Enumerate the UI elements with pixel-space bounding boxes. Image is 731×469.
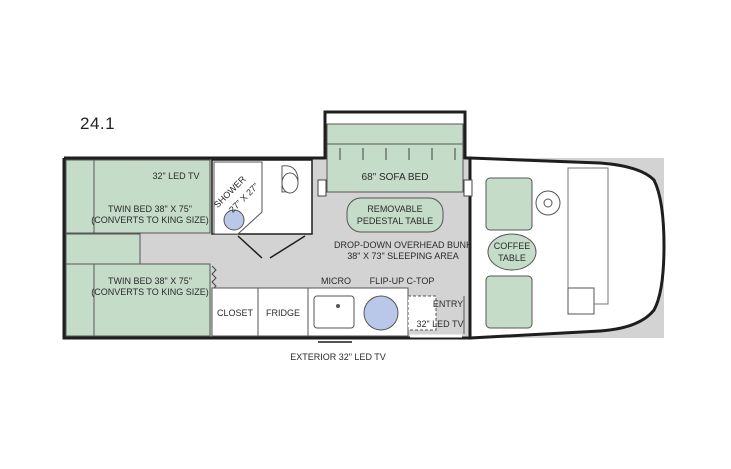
- bathroom: SHOWER 27" X 27": [211, 159, 313, 259]
- micro-label: MICRO: [321, 276, 351, 286]
- bunk-label-1: DROP-DOWN OVERHEAD BUNK: [334, 240, 472, 250]
- bed-connector: [65, 233, 141, 265]
- pedestal-label-2: PEDESTAL TABLE: [357, 216, 433, 226]
- kitchen-row: CLOSET FRIDGE MICRO FLIP-UP C-TOP ENTRY …: [211, 276, 465, 338]
- pedestal-label-1: REMOVABLE: [367, 204, 422, 214]
- twin-bed-top-label: TWIN BED 38" X 75": [108, 204, 192, 214]
- dashboard: [567, 167, 609, 305]
- outer-walls: [62, 110, 470, 340]
- sofa-bed-label: 68" SOFA BED: [362, 172, 429, 183]
- bunk-label-2: 38" X 73" SLEEPING AREA: [347, 251, 458, 261]
- twin-bed-top-sub: (CONVERTS TO KING SIZE): [91, 215, 209, 225]
- twin-bed-bottom: TWIN BED 38" X 75" (CONVERTS TO KING SIZ…: [65, 263, 217, 337]
- pedestal-table: REMOVABLE PEDESTAL TABLE: [346, 197, 444, 233]
- twin-bed-bottom-sub: (CONVERTS TO KING SIZE): [91, 287, 209, 297]
- coffee-label-2: TABLE: [498, 253, 526, 263]
- closet-label: CLOSET: [217, 308, 254, 318]
- bed-tv-label: 32" LED TV: [152, 171, 199, 181]
- twin-bed-top: 32" LED TV TWIN BED 38" X 75" (CONVERTS …: [65, 159, 211, 234]
- fridge-label: FRIDGE: [266, 308, 300, 318]
- cab-seats: [485, 167, 609, 329]
- coffee-table: COFFEE TABLE: [487, 233, 537, 271]
- exterior-tv-label: EXTERIOR 32" LED TV: [290, 352, 386, 362]
- flip-up-label: FLIP-UP C-TOP: [370, 276, 435, 286]
- model-number: 24.1: [80, 114, 116, 133]
- fridge: [257, 287, 309, 337]
- entry-label: ENTRY: [433, 299, 463, 309]
- closet: [211, 287, 259, 337]
- entry-tv-label: 32" LED TV: [416, 319, 463, 329]
- sofa-bed: 68" SOFA BED: [317, 123, 473, 197]
- cooktop: [363, 295, 399, 331]
- twin-bed-bottom-label: TWIN BED 38" X 75": [108, 276, 192, 286]
- coffee-label-1: COFFEE: [494, 241, 531, 251]
- bathroom-sink: [223, 209, 245, 231]
- kitchen-sink: [313, 295, 355, 329]
- exterior-tv: EXTERIOR 32" LED TV: [290, 341, 386, 362]
